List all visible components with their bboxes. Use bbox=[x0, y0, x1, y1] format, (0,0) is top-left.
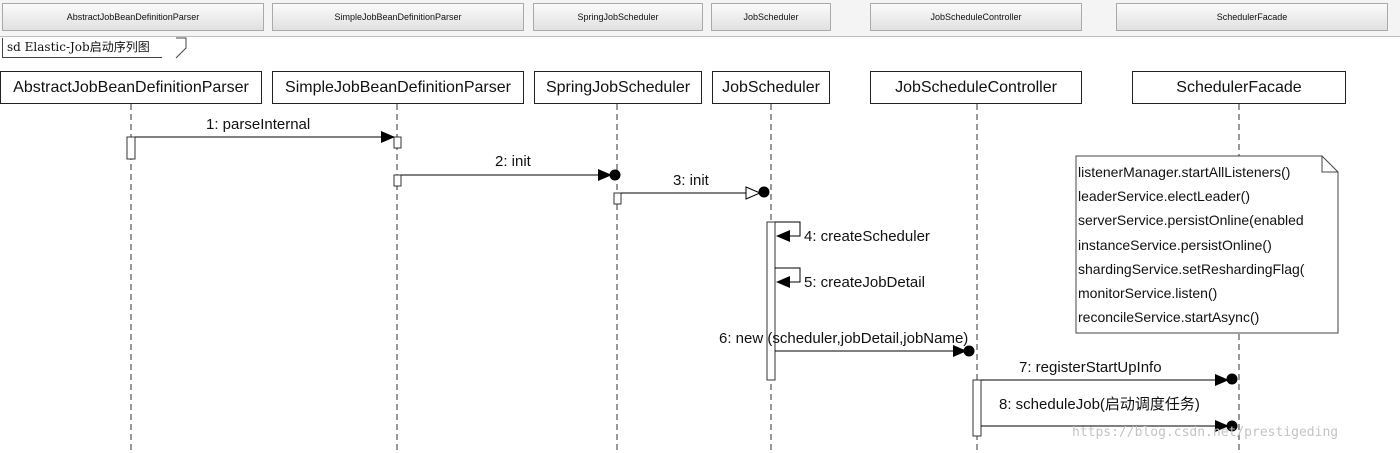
lifeline-head-spring-job-scheduler: SpringJobScheduler bbox=[534, 71, 702, 104]
message-2-label: 2: init bbox=[495, 153, 531, 170]
watermark: https://blog.csdn.net/prestigeding bbox=[1072, 425, 1339, 440]
message-6-label: 6: new (scheduler,jobDetail,jobName) bbox=[719, 330, 969, 347]
message-4-arrowhead bbox=[776, 230, 790, 242]
message-8-label: 8: scheduleJob(启动调度任务) bbox=[999, 396, 1200, 413]
note-text: listenerManager.startAllListeners() lead… bbox=[1076, 156, 1338, 333]
message-3-arrowhead bbox=[745, 186, 762, 200]
message-8-arrowhead bbox=[1215, 420, 1229, 432]
note-box bbox=[1075, 155, 1339, 334]
note-fold bbox=[1321, 156, 1338, 173]
lifeline-head-abstract-job-bean-definition-parser: AbstractJobBeanDefinitionParser bbox=[0, 71, 262, 104]
message-7-found-dot bbox=[1226, 373, 1238, 385]
tab-bar: AbstractJobBeanDefinitionParser SimpleJo… bbox=[0, 0, 1400, 37]
frame-label: sd Elastic-Job启动序列图 bbox=[2, 38, 162, 58]
note-line: listenerManager.startAllListeners() bbox=[1078, 164, 1291, 180]
message-6-arrowhead bbox=[953, 345, 967, 357]
message-1-label: 1: parseInternal bbox=[206, 116, 311, 133]
note-line: leaderService.electLeader() bbox=[1078, 188, 1250, 205]
tab-simple-job-bean-definition-parser[interactable]: SimpleJobBeanDefinitionParser bbox=[272, 3, 524, 31]
activation-spring bbox=[613, 192, 622, 205]
note-line: reconcileService.startAsync() bbox=[1078, 309, 1260, 326]
message-7-label: 7: registerStartUpInfo bbox=[1019, 359, 1162, 376]
tab-scheduler-facade[interactable]: SchedulerFacade bbox=[1116, 3, 1388, 31]
message-6-found-dot bbox=[963, 345, 975, 357]
tab-job-scheduler[interactable]: JobScheduler bbox=[711, 3, 831, 31]
lifeline-head-job-scheduler: JobScheduler bbox=[712, 71, 830, 104]
activation-jobscheduler bbox=[766, 221, 776, 381]
message-8-found-dot bbox=[1226, 420, 1238, 432]
note-line: monitorService.listen() bbox=[1078, 285, 1218, 302]
tab-spring-job-scheduler[interactable]: SpringJobScheduler bbox=[533, 3, 703, 31]
note-line: instanceService.persistOnline() bbox=[1078, 236, 1272, 253]
note-line: serverService.persistOnline(enabled bbox=[1078, 212, 1304, 229]
lifeline-head-simple-job-bean-definition-parser: SimpleJobBeanDefinitionParser bbox=[272, 71, 524, 104]
message-2-found-dot bbox=[609, 169, 621, 181]
activation-abstract bbox=[126, 136, 136, 160]
message-5-label: 5: createJobDetail bbox=[804, 274, 925, 291]
message-3-found-dot bbox=[758, 186, 770, 198]
message-4-label: 4: createScheduler bbox=[804, 228, 930, 245]
activation-controller bbox=[972, 379, 982, 437]
activation-simple-2 bbox=[393, 174, 402, 187]
frame-label-notch bbox=[175, 37, 187, 59]
lifeline-head-scheduler-facade: SchedulerFacade bbox=[1132, 71, 1346, 104]
note-line: shardingService.setReshardingFlag( bbox=[1078, 260, 1305, 277]
message-7-arrowhead bbox=[1215, 374, 1229, 386]
message-5-arrowhead bbox=[776, 276, 790, 288]
activation-simple-1 bbox=[393, 136, 402, 149]
tab-abstract-job-bean-definition-parser[interactable]: AbstractJobBeanDefinitionParser bbox=[2, 3, 264, 31]
message-2-arrowhead bbox=[598, 169, 612, 181]
message-3-label: 3: init bbox=[673, 172, 709, 189]
tab-job-schedule-controller[interactable]: JobScheduleController bbox=[870, 3, 1082, 31]
lifeline-head-job-schedule-controller: JobScheduleController bbox=[870, 71, 1082, 104]
